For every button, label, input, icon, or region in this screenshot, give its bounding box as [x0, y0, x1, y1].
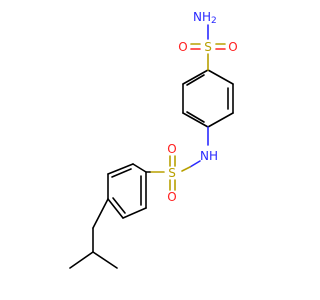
atom-o-top-left: O	[178, 40, 187, 54]
bond	[111, 168, 132, 178]
atom-nh2: NH	[193, 10, 211, 24]
bond	[207, 112, 234, 128]
bottom-benzene-ring	[107, 163, 147, 219]
atom-o-top-right: O	[228, 40, 237, 54]
atom-s-mid: S	[168, 166, 176, 180]
atom-nh: NH	[200, 149, 218, 163]
structure-svg: NH 2 S O O NH S O O	[69, 10, 238, 269]
bond	[92, 251, 118, 269]
top-benzene-ring	[182, 69, 234, 128]
atom-nh2-subscript: 2	[211, 16, 217, 26]
bond	[182, 69, 209, 85]
bond	[112, 197, 126, 214]
bond	[107, 163, 134, 175]
bond	[186, 74, 205, 86]
molecule-diagram: NH 2 S O O NH S O O	[69, 10, 238, 269]
bond	[92, 198, 109, 229]
bond	[181, 166, 191, 172]
bond	[186, 111, 205, 123]
bond	[122, 207, 147, 219]
bond	[207, 69, 234, 85]
atom-s-top: S	[204, 40, 212, 54]
bond	[189, 160, 201, 168]
bond	[132, 163, 147, 173]
atom-o-mid-bottom: O	[167, 190, 176, 204]
atom-nh2-symbol: NH	[193, 10, 211, 24]
atom-o-mid-top: O	[167, 142, 176, 156]
bond	[69, 251, 94, 269]
bond	[182, 112, 209, 128]
bond	[107, 198, 124, 219]
